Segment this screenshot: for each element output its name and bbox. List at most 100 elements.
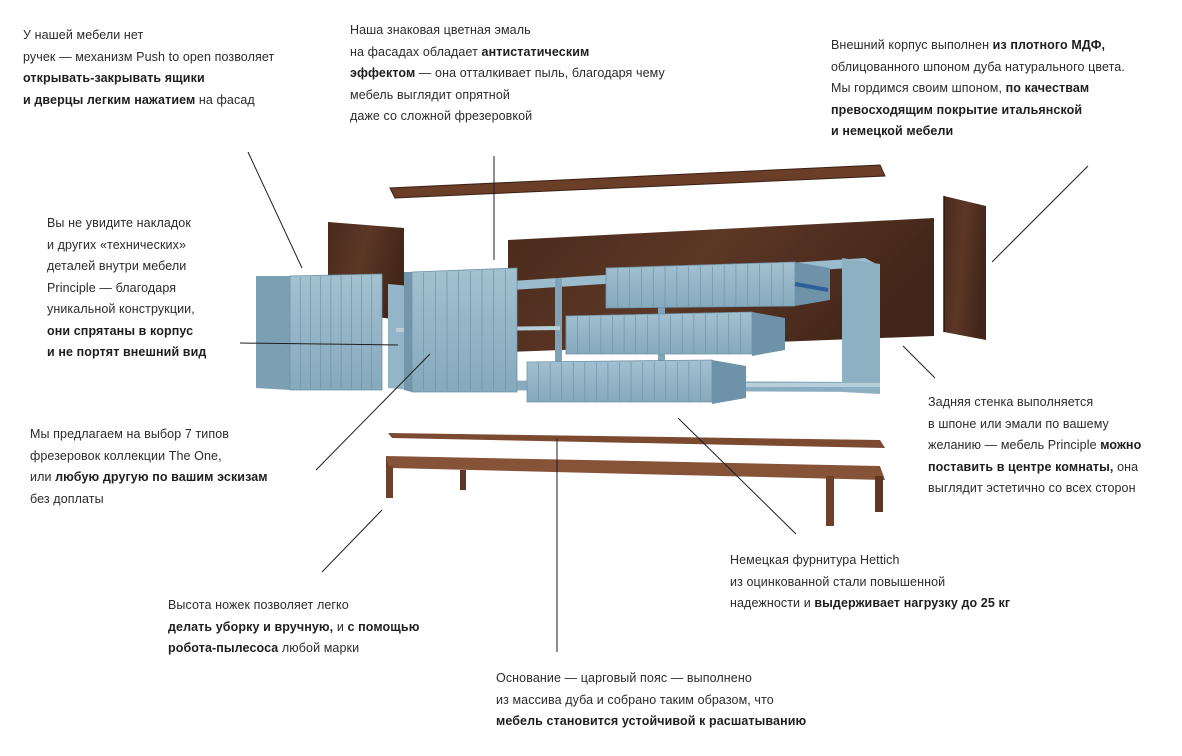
note-line: Немецкая фурнитура Hettich (730, 550, 1010, 572)
note-text-bold: делать уборку и вручную, (168, 619, 334, 634)
note-text-bold: с помощью (347, 619, 420, 634)
leader-handles (247, 151, 303, 269)
note-text-bold: робота-пылесоса (168, 641, 279, 655)
drawer-side (752, 312, 785, 356)
note-text: на фасад (195, 92, 255, 107)
note-text-bold: можно (1100, 438, 1142, 452)
note-text: Наша знаковая цветная эмаль (350, 23, 531, 37)
note-text: Вы не увидите накладок (47, 216, 191, 230)
drawer-side (795, 262, 830, 306)
note-line: из массива дуба и собрано таким образом,… (496, 690, 806, 712)
note-text: Основание — царговый пояс — выполнено (496, 671, 752, 685)
note-line: уникальной конструкции, (47, 299, 206, 321)
note-line: Мы предлагаем на выбор 7 типов (30, 424, 268, 446)
carcass-right (842, 258, 880, 394)
note-line: Вы не увидите накладок (47, 213, 206, 235)
base-frame (386, 456, 885, 526)
note-text: желанию — мебель Principle (928, 438, 1101, 452)
note-text: или (30, 470, 56, 484)
note-text: У нашей мебели нет (23, 28, 144, 42)
note-line: выглядит эстетично со всех сторон (928, 478, 1141, 500)
note-line: надежности и выдерживает нагрузку до 25 … (730, 593, 1010, 615)
note-line: Высота ножек позволяет легко (168, 595, 419, 617)
note-text: в шпоне или эмали по вашему (928, 416, 1109, 431)
note-text: уникальной конструкции, (47, 302, 195, 316)
note-text: на фасадах обладает (350, 44, 482, 59)
note-line: на фасадах обладает антистатическим (350, 42, 665, 64)
note-text: деталей внутри мебели (47, 259, 187, 273)
note-base: Основание — царговый пояс — выполнено из … (496, 668, 806, 733)
bottom-panel (388, 433, 885, 448)
note-text: облицованного шпоном дуба натурального ц… (831, 59, 1125, 74)
center-door (411, 267, 518, 393)
note-text: Principle — благодаря (47, 280, 177, 295)
note-line: в шпоне или эмали по вашему (928, 414, 1141, 436)
note-text-bold: антистатическим (481, 44, 590, 59)
leader-back (902, 345, 936, 379)
note-hettich: Немецкая фурнитура Hettich из оцинкованно… (730, 550, 1010, 615)
note-text-bold: и дверцы легким нажатием (23, 92, 196, 107)
note-text-bold: мебель становится устойчивой к расшатыва… (496, 714, 807, 728)
note-line: Мы гордимся своим шпоном, по качествам (831, 78, 1125, 100)
note-line: Задняя стенка выполняется (928, 392, 1141, 414)
note-line: Внешний корпус выполнен из плотного МДФ, (831, 35, 1125, 57)
note-line: открывать-закрывать ящики (23, 68, 274, 90)
note-text-bold: и не портят внешний вид (47, 345, 207, 359)
note-text: из оцинкованной стали повышенной (730, 574, 946, 589)
note-line: ручек — механизм Push to open позволяет (23, 47, 274, 69)
note-line: и немецкой мебели (831, 121, 1125, 143)
top-panel-edge (389, 164, 886, 199)
note-text: Задняя стенка выполняется (928, 395, 1094, 409)
note-line: и других «технических» (47, 235, 206, 257)
note-text: любой марки (278, 641, 360, 655)
drawer-side (712, 360, 746, 404)
note-text: она (1113, 459, 1139, 474)
note-text-bold: выдерживает нагрузку до 25 кг (814, 596, 1011, 610)
note-text: — она отталкивает пыль, благодаря чему (415, 66, 665, 80)
note-line: или любую другую по вашим эскизам (30, 467, 268, 489)
note-handles: У нашей мебели нет ручек — механизм Push … (23, 25, 274, 111)
right-side-panel (944, 196, 986, 340)
note-line: из оцинкованной стали повышенной (730, 572, 1010, 594)
note-text-bold: открывать-закрывать ящики (23, 71, 205, 85)
note-line: превосходящим покрытие итальянской (831, 100, 1125, 122)
note-line: У нашей мебели нет (23, 25, 274, 47)
note-text-bold: любую другую по вашим эскизам (55, 470, 268, 484)
note-line: желанию — мебель Principle можно (928, 435, 1141, 457)
note-text: Мы гордимся своим шпоном, (831, 81, 1006, 95)
note-text: фрезеровок коллекции The One, (30, 448, 222, 463)
note-line: Principle — благодаря (47, 278, 206, 300)
leader-legs (321, 509, 383, 573)
carcass-divider-1 (555, 278, 562, 385)
center-door-edge (404, 272, 412, 392)
note-text-bold: из плотного МДФ, (992, 38, 1106, 52)
note-line: фрезеровок коллекции The One, (30, 446, 268, 468)
note-text: выглядит эстетично со всех сторон (928, 481, 1136, 495)
note-line: делать уборку и вручную, и с помощью (168, 617, 419, 639)
note-line: эффектом — она отталкивает пыль, благода… (350, 63, 665, 85)
note-text-bold: поставить в центре комнаты, (928, 459, 1114, 474)
note-text: надежности и (730, 596, 815, 610)
note-text: Внешний корпус выполнен (831, 38, 993, 52)
left-door-edge (256, 276, 290, 390)
note-line: мебель выглядит опрятной (350, 85, 665, 107)
note-line: без доплаты (30, 489, 268, 511)
left-door (289, 273, 383, 391)
note-line: робота-пылесоса любой марки (168, 638, 419, 660)
note-milling: Мы предлагаем на выбор 7 типов фрезеровок… (30, 424, 268, 510)
note-text-bold: превосходящим покрытие итальянской (831, 102, 1083, 117)
note-line: мебель становится устойчивой к расшатыва… (496, 711, 806, 733)
leader-milling (315, 353, 431, 471)
note-text: и (333, 619, 348, 634)
note-text: Высота ножек позволяет легко (168, 598, 349, 612)
note-body: Внешний корпус выполнен из плотного МДФ,… (831, 35, 1125, 143)
note-line: и дверцы легким нажатием на фасад (23, 90, 274, 112)
note-line: Основание — царговый пояс — выполнено (496, 668, 806, 690)
leader-hidden (239, 342, 399, 346)
note-line: Наша знаковая цветная эмаль (350, 20, 665, 42)
note-text-bold: они спрятаны в корпус (47, 323, 194, 338)
note-line: облицованного шпоном дуба натурального ц… (831, 57, 1125, 79)
note-line: деталей внутри мебели (47, 256, 206, 278)
note-text: Мы предлагаем на выбор 7 типов (30, 427, 230, 441)
